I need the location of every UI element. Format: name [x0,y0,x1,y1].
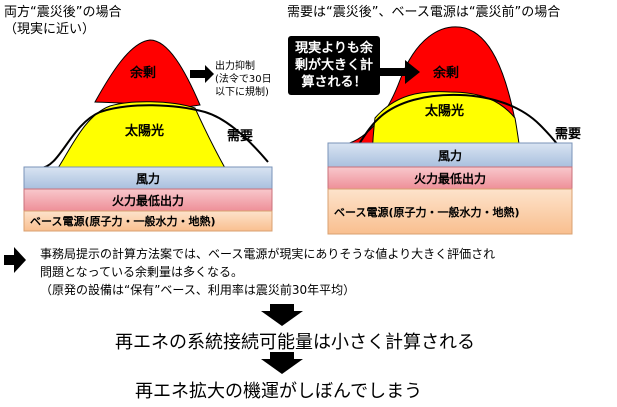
right-surplus-label: 余剰 [433,66,460,81]
curtail-note-1: 出力抑制 [215,61,255,72]
explanation-line-2: 問題となっている余剰量は多くなる。 [40,265,244,279]
left-band-wind-label: 風力 [135,172,160,186]
right-band-base [327,188,573,235]
left-band-thermal-label: 火力最低出力 [111,194,184,208]
left-solar-label: 太陽光 [125,124,165,139]
right-band-wind-label: 風力 [437,149,462,163]
left-surplus-label: 余剰 [130,66,157,81]
curtail-note-3: 以下に規制) [215,87,269,98]
callout-line-2: 剰が大きく計 [294,58,373,73]
down-arrow-2 [261,352,303,374]
left-subtitle: （現実に近い） [4,22,96,37]
conclusion-1: 再エネの系統接続可能量は小さく計算される [115,332,475,353]
right-solar-label: 太陽光 [425,104,465,119]
left-demand-curve [39,104,269,169]
callout-box: 現実よりも余 剰が大きく計 算される！ [288,36,380,95]
callout-line-1: 現実よりも余 [295,41,373,56]
right-demand-curve [334,93,569,169]
left-band-base [23,210,273,232]
left-band-base-label: ベース電源(原子力・一般水力・地熱) [30,215,216,228]
left-title: 両方“震災後”の場合 [4,5,122,20]
explanation-line-1: 事務局提示の計算方法案では、ベース電源が現実にありそうな値より大きく評価され [40,247,496,261]
down-arrow-1 [261,304,303,326]
explanation-line-3: （原発の設備は“保有”ベース、利用率は震災前30年平均） [40,283,356,297]
curtail-arrow [190,65,214,83]
callout-arrow [378,60,420,84]
left-demand-label: 需要 [227,129,254,144]
callout-line-3: 算される！ [301,75,367,90]
conclusion-2: 再エネ拡大の機運がしぼんでしまう [135,381,423,402]
right-demand-label: 需要 [555,127,582,142]
right-title: 需要は“震災後”、ベース電源は“震災前”の場合 [287,5,561,20]
right-band-base-label: ベース電源(原子力・一般水力・地熱) [334,206,520,219]
curtail-note-2: (法令で30日 [215,74,272,85]
bullet-arrow [4,247,26,273]
right-band-thermal-label: 火力最低出力 [413,172,486,186]
left-solar-area [57,101,226,169]
